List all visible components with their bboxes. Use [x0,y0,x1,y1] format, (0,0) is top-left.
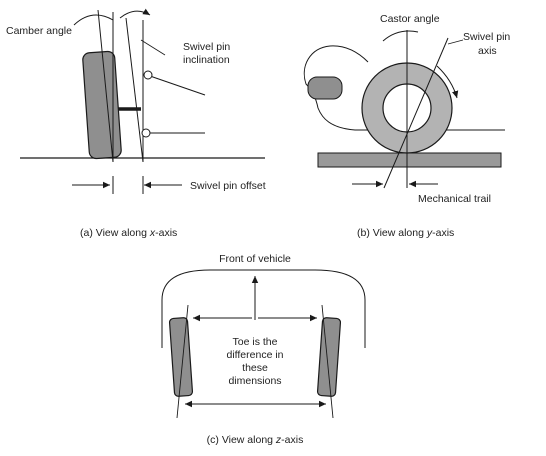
leader-swivel-axis [447,39,464,45]
upper-link [149,75,206,96]
vehicle-outline [161,269,366,348]
wheel-centreline [97,9,114,163]
right-wheel-centreline [321,304,334,419]
vehicle-body-outline [303,45,505,131]
swivel-rotation-arc [436,65,459,99]
castor-angle-arc [382,30,419,42]
swivel-pin-inclination-label-2: inclination [183,54,230,66]
swivel-pin-offset-label: Swivel pin offset [190,180,266,192]
panel-b-castor-view: Castor angle Swivel pin axis Mechanical … [303,13,510,239]
swivel-pin-axis [125,17,144,163]
swivel-pin-axis [383,37,449,189]
panel-c-toe-view: Front of vehicle Toe is the difference i… [161,253,366,446]
lower-ball-joint [141,128,151,138]
front-of-vehicle-label: Front of vehicle [219,253,291,265]
leader-swivel-inclination [140,39,166,56]
swivel-inclination-arc [119,8,151,19]
castor-angle-label: Castor angle [380,13,440,25]
headlamp [307,76,343,100]
left-wheel-centreline [176,304,189,419]
tyre [82,50,122,160]
swivel-pin-axis-label-2: axis [478,45,497,57]
mechanical-trail-label: Mechanical trail [418,193,491,205]
panel-a-camber-view: Camber angle Swivel pin inclination Swiv… [6,8,266,239]
camber-angle-label: Camber angle [6,25,72,37]
upper-ball-joint [143,70,153,80]
toe-text-line-2: difference in [226,349,283,361]
toe-text-line-3: these [242,362,268,374]
camber-angle-arc [73,14,114,26]
caption-c: (c) View along z-axis [207,434,304,446]
right-tyre [316,317,342,397]
caption-b: (b) View along y-axis [357,227,454,239]
left-tyre [168,317,194,397]
swivel-pin-axis-label-1: Swivel pin [463,31,510,43]
swivel-pin-inclination-label-1: Swivel pin [183,41,230,53]
ground-surface [317,152,502,168]
toe-text-line-4: dimensions [228,375,281,387]
caption-a: (a) View along x-axis [80,227,177,239]
toe-text-line-1: Toe is the [233,336,278,348]
